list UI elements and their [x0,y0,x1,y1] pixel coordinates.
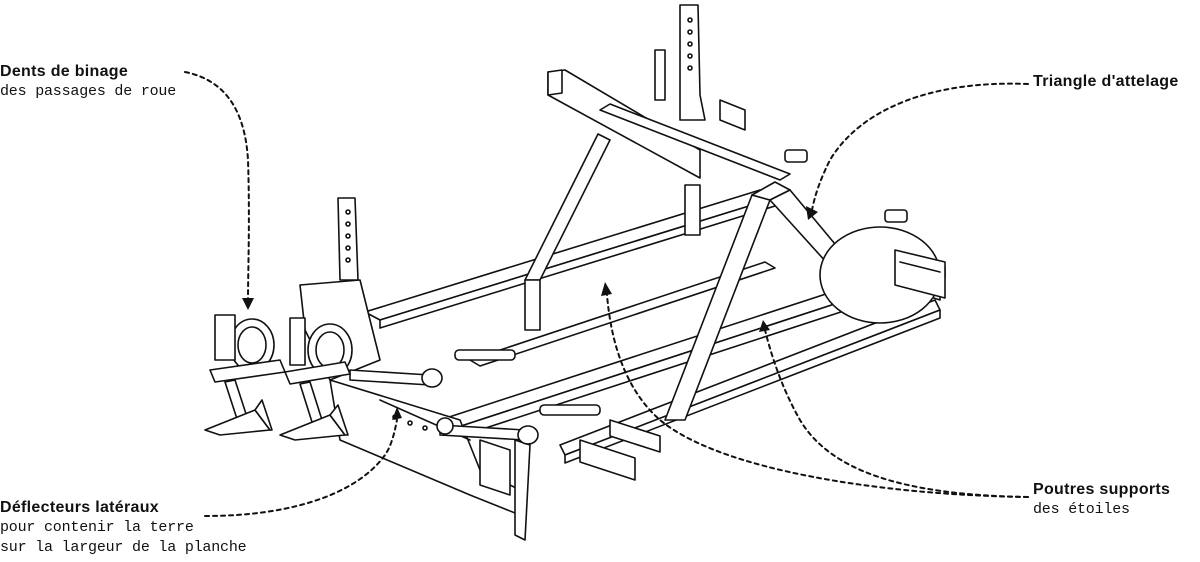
label-support-beams-title: Poutres supports [1033,481,1171,498]
label-side-deflectors-sub-2: sur la largeur de la planche [0,539,247,556]
label-support-beams-sub: des étoiles [1033,501,1130,518]
callout-leaders [184,71,1029,517]
left-frame [299,197,601,541]
hoeing-teeth [204,314,353,441]
label-hitch-triangle: Triangle d'attelage [1033,72,1179,92]
rear-roller [819,226,946,324]
label-hoeing-teeth: Dents de binage des passages de roue [0,62,176,102]
label-support-beams: Poutres supports des étoiles [1033,480,1170,520]
label-hoeing-teeth-title: Dents de binage [0,63,129,80]
label-side-deflectors-sub-1: pour contenir la terre [0,519,194,536]
label-side-deflectors-title: Déflecteurs latéraux [0,499,159,516]
label-hoeing-teeth-sub: des passages de roue [0,83,177,100]
label-side-deflectors: Déflecteurs latéraux pour contenir la te… [0,498,247,558]
callout-arrowheads [242,206,818,420]
label-hitch-triangle-title: Triangle d'attelage [1033,73,1179,90]
